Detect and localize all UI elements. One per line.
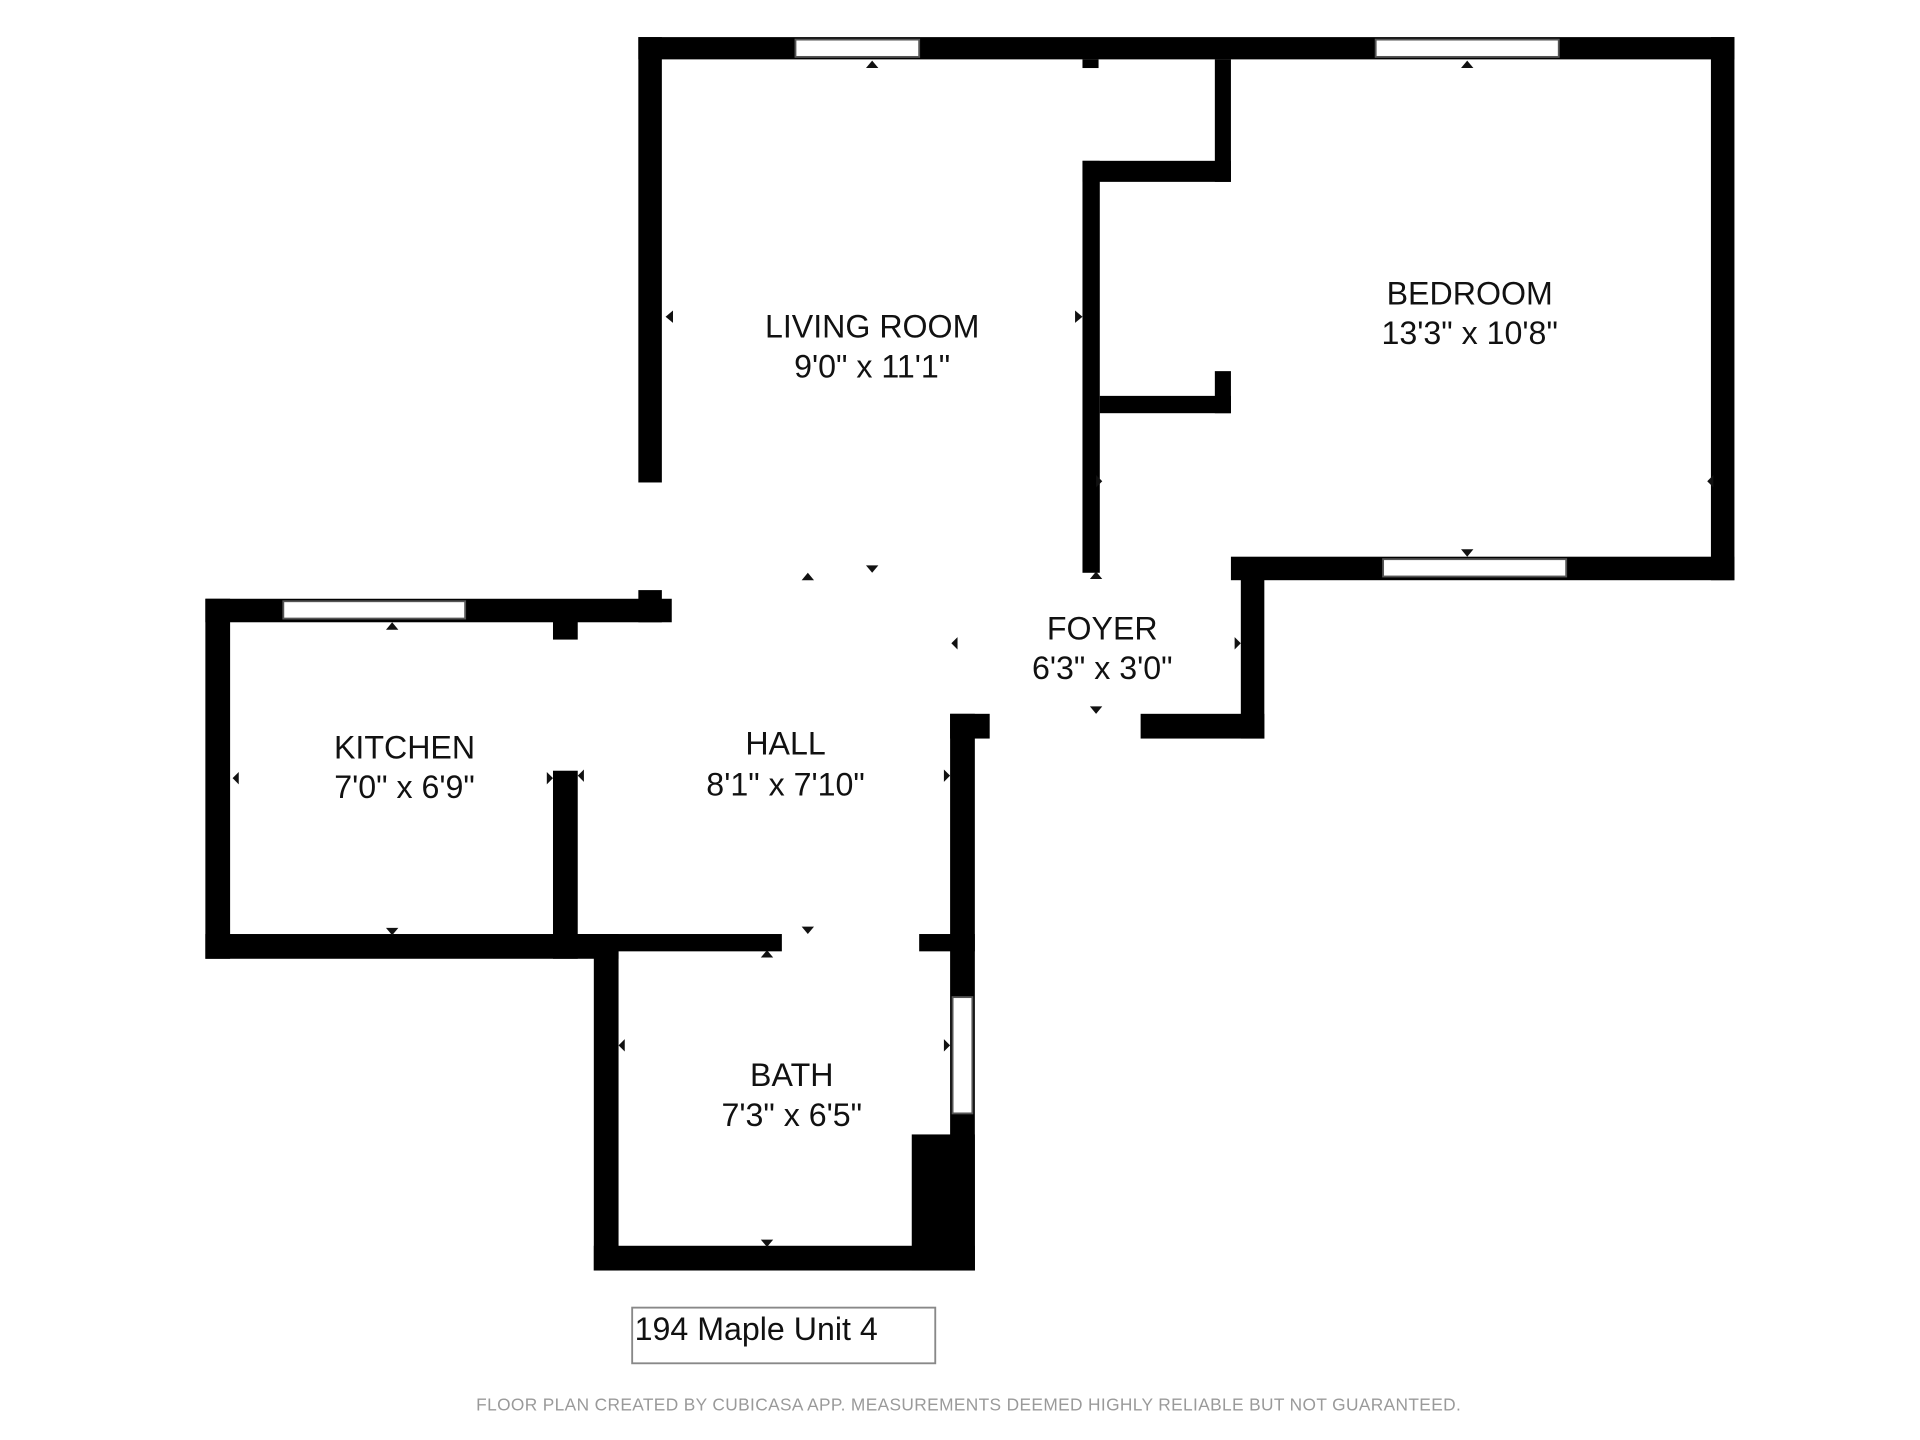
room-name: LIVING ROOM bbox=[765, 309, 979, 345]
room-size: 7'0" x 6'9" bbox=[334, 769, 475, 805]
room-name: BATH bbox=[750, 1057, 833, 1093]
room-bedroom: BEDROOM 13'3" x 10'8" bbox=[1382, 275, 1558, 351]
footer-disclaimer: FLOOR PLAN CREATED BY CUBICASA APP. MEAS… bbox=[476, 1394, 1461, 1414]
window-kitchen bbox=[282, 600, 467, 620]
room-name: BEDROOM bbox=[1387, 275, 1553, 311]
unit-label-box: 194 Maple Unit 4 bbox=[631, 1306, 937, 1365]
room-size: 13'3" x 10'8" bbox=[1382, 315, 1558, 351]
room-name: FOYER bbox=[1047, 611, 1158, 647]
window-bath bbox=[951, 996, 974, 1115]
room-name: HALL bbox=[745, 726, 825, 762]
window-bedroom-bottom bbox=[1382, 558, 1568, 578]
room-size: 8'1" x 7'10" bbox=[706, 766, 864, 802]
room-size: 9'0" x 11'1" bbox=[794, 348, 950, 384]
room-size: 6'3" x 3'0" bbox=[1032, 650, 1173, 686]
dimension-markers bbox=[232, 60, 1714, 1248]
window-bedroom-top bbox=[1374, 38, 1560, 58]
room-bath: BATH 7'3" x 6'5" bbox=[721, 1057, 862, 1133]
room-hall: HALL 8'1" x 7'10" bbox=[706, 726, 864, 803]
unit-label: 194 Maple Unit 4 bbox=[635, 1311, 878, 1347]
window-living-room bbox=[794, 38, 921, 58]
room-name: KITCHEN bbox=[334, 729, 475, 765]
room-living-room: LIVING ROOM 9'0" x 11'1" bbox=[765, 309, 979, 385]
room-kitchen: KITCHEN 7'0" x 6'9" bbox=[334, 729, 475, 805]
room-foyer: FOYER 6'3" x 3'0" bbox=[1032, 611, 1173, 687]
windows bbox=[282, 38, 1568, 1115]
room-size: 7'3" x 6'5" bbox=[721, 1097, 862, 1133]
